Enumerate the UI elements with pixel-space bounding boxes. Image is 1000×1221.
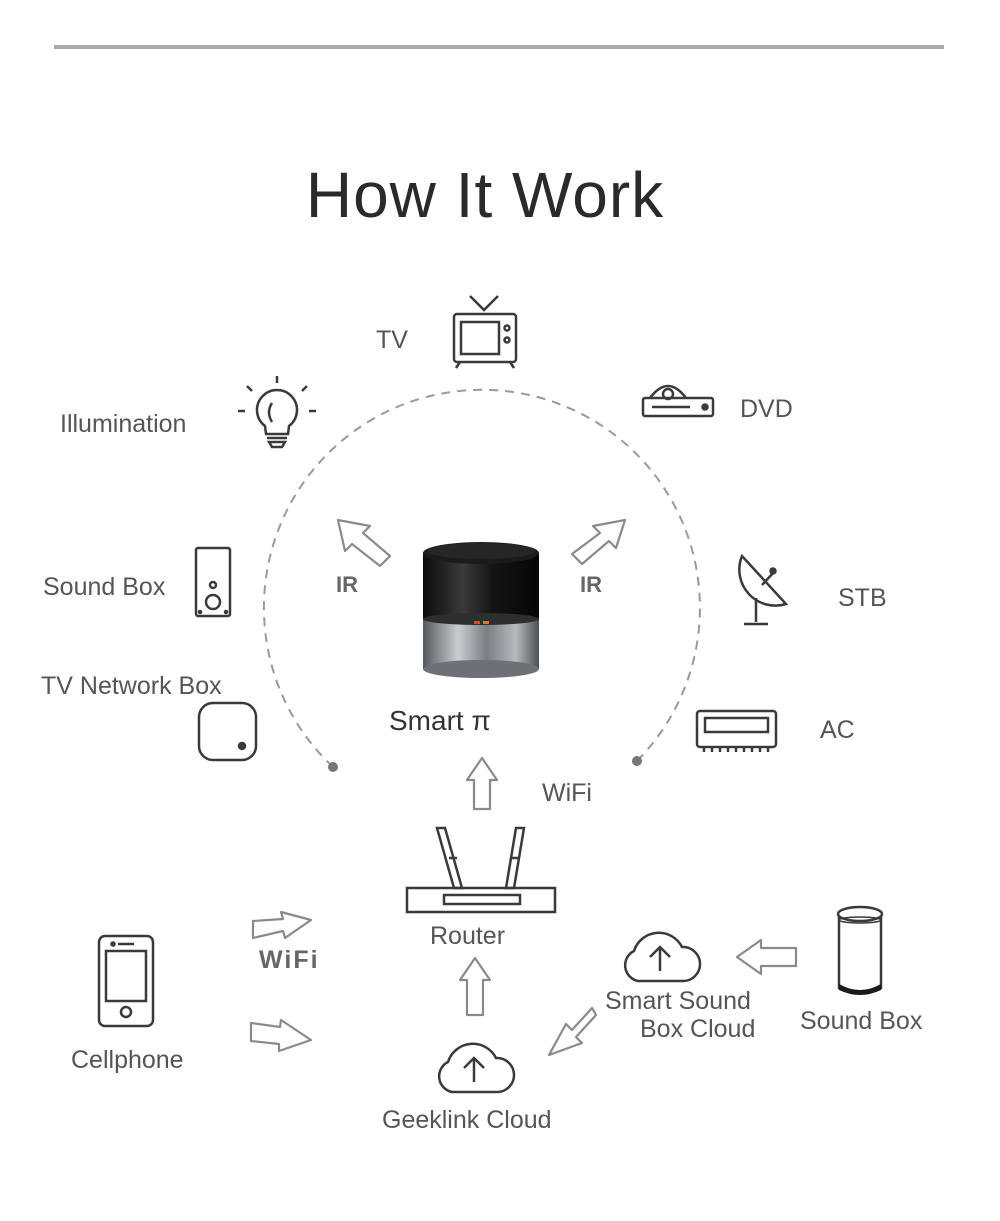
wifi-range-arc bbox=[262, 388, 701, 768]
cellphone-icon bbox=[97, 934, 155, 1028]
label-smart-pi: Smart π bbox=[389, 705, 491, 736]
label-router: Router bbox=[430, 922, 506, 950]
label-wifi-left: WiFi bbox=[259, 946, 320, 974]
cellphone-wifi-arrow-top bbox=[251, 910, 313, 940]
arc-end-dot-left bbox=[328, 762, 338, 772]
label-dvd: DVD bbox=[740, 395, 793, 423]
label-sound-box-left: Sound Box bbox=[43, 573, 166, 601]
satellite-dish-icon bbox=[738, 553, 789, 626]
smart-speaker-icon bbox=[836, 905, 884, 995]
label-illumination: Illumination bbox=[60, 410, 187, 438]
router-icon bbox=[405, 826, 557, 914]
label-wifi-top: WiFi bbox=[542, 779, 592, 807]
wifi-up-arrow bbox=[465, 756, 499, 811]
speaker-to-cloud-arrow bbox=[735, 938, 798, 976]
ir-arrow-right bbox=[570, 518, 627, 566]
label-cellphone: Cellphone bbox=[71, 1046, 184, 1074]
arc-end-dot-right bbox=[632, 756, 642, 766]
cellphone-wifi-arrow-bottom bbox=[249, 1018, 313, 1053]
label-geeklink-cloud: Geeklink Cloud bbox=[382, 1106, 552, 1134]
label-smart-sound-box-cloud-line2: Box Cloud bbox=[640, 1015, 756, 1043]
cloud-upload-icon bbox=[437, 1042, 516, 1094]
ir-arrow-left bbox=[336, 518, 392, 568]
label-tv-network-box: TV Network Box bbox=[41, 672, 222, 700]
network-box-icon bbox=[197, 701, 258, 762]
smart-pi-device bbox=[423, 542, 539, 678]
label-ir-left: IR bbox=[336, 572, 358, 597]
label-smart-sound-box-cloud-line1: Smart Sound bbox=[605, 987, 751, 1015]
label-stb: STB bbox=[838, 584, 887, 612]
label-sound-box-right: Sound Box bbox=[800, 1007, 923, 1035]
tv-icon bbox=[452, 295, 518, 369]
dvd-icon bbox=[641, 384, 715, 418]
cloud-up-arrow bbox=[458, 956, 492, 1017]
bulb-icon bbox=[238, 376, 316, 449]
cloud-upload-icon bbox=[623, 931, 702, 983]
label-ir-right: IR bbox=[580, 572, 602, 597]
label-tv: TV bbox=[376, 326, 408, 354]
top-divider bbox=[54, 45, 944, 49]
speaker-icon bbox=[194, 546, 232, 618]
label-ac: AC bbox=[820, 716, 855, 744]
air-conditioner-icon bbox=[695, 709, 778, 752]
page-title: How It Work bbox=[305, 159, 665, 231]
sound-cloud-to-geeklink-arrow bbox=[547, 1006, 598, 1057]
